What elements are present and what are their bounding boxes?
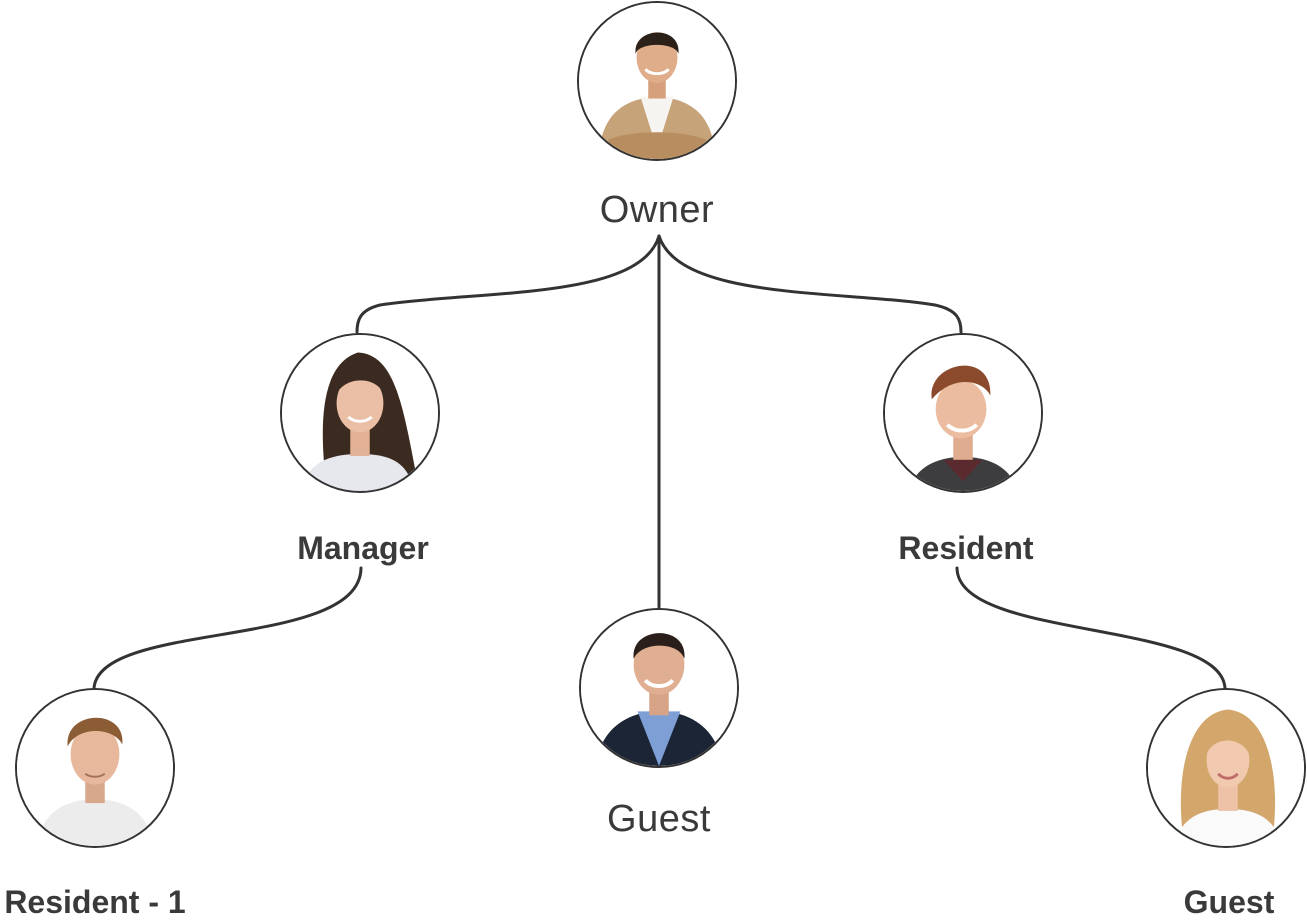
manager-label: Manager: [297, 530, 429, 566]
guest-right-label: Guest: [1183, 884, 1275, 920]
owner-label: Owner: [599, 189, 715, 231]
manager-avatar[interactable]: [280, 333, 440, 493]
edge-owner-resident: [657, 234, 963, 334]
resident-avatar[interactable]: [883, 333, 1043, 493]
resident-1-avatar[interactable]: [15, 688, 175, 848]
guest-center-label: Guest: [607, 798, 711, 840]
guest-center-avatar[interactable]: [579, 608, 739, 768]
owner-avatar[interactable]: [577, 1, 737, 161]
resident-label: Resident: [898, 530, 1034, 566]
edge-resident-guest: [955, 566, 1227, 690]
edge-owner-manager: [355, 234, 661, 334]
resident-1-label: Resident - 1: [4, 884, 186, 920]
guest-right-avatar[interactable]: [1146, 688, 1306, 848]
edge-manager-resident1: [92, 566, 363, 690]
